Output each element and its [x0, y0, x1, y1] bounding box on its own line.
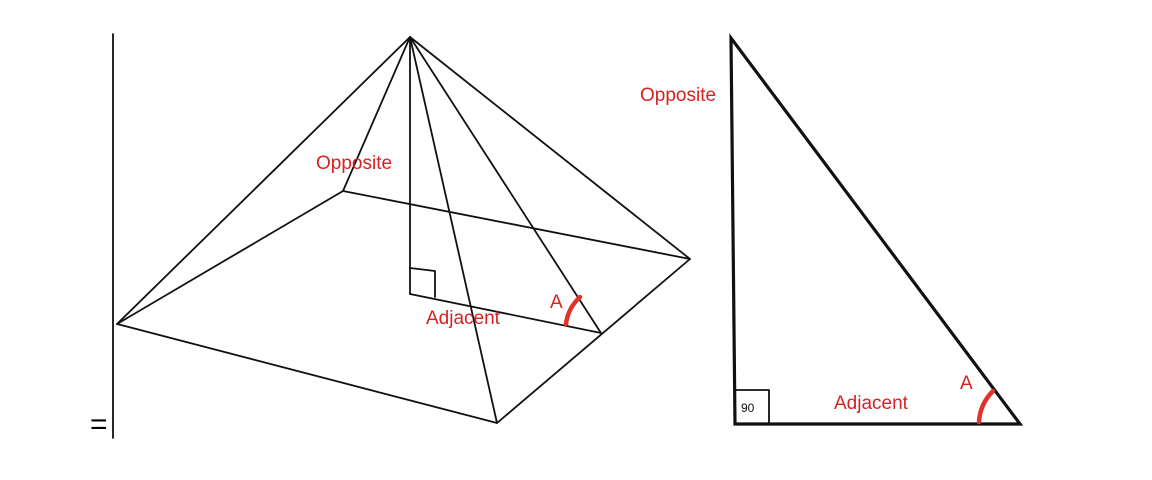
pyramid-angle-arc — [563, 294, 583, 327]
pyramid-edge-front — [409, 36, 498, 424]
triangle-opposite-label: Opposite — [640, 85, 716, 106]
triangle-right-angle-box — [734, 389, 770, 425]
equals-sign: = — [90, 408, 108, 441]
pyramid-adjacent-label: Adjacent — [426, 308, 501, 329]
pyramid-opposite-label: Opposite — [316, 153, 392, 174]
pyramid-base — [116, 190, 691, 424]
triangle-right-angle-label: 90 — [741, 401, 755, 415]
pyramid-edge-left — [116, 36, 411, 325]
pyramid-angle-label: A — [550, 292, 563, 313]
triangle-angle-label: A — [960, 373, 973, 394]
pyramid-right-angle-marker — [409, 267, 436, 298]
pyramid-edge-right — [409, 36, 691, 260]
pyramid-slant-height — [409, 36, 602, 334]
right-triangle — [729, 33, 1024, 426]
right-triangle-figure: 90 Opposite Adjacent A — [640, 33, 1024, 426]
pyramid-figure: Opposite Adjacent A — [116, 36, 691, 424]
triangle-angle-arc — [976, 388, 996, 425]
pyramid-adjacent-line — [409, 293, 602, 334]
triangle-adjacent-label: Adjacent — [834, 393, 909, 414]
pyramid-edge-back — [342, 36, 411, 192]
